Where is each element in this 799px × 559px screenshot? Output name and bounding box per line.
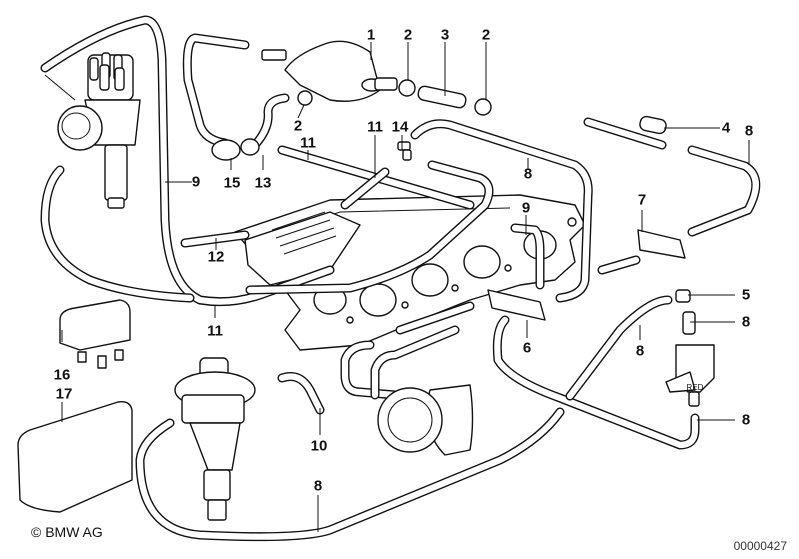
control-unit-17 [17, 400, 133, 513]
callout-part-9[interactable]: 9 [521, 199, 531, 217]
callout-part-2[interactable]: 2 [481, 26, 491, 44]
callout-part-7[interactable]: 7 [637, 191, 647, 209]
callout-part-11[interactable]: 11 [367, 118, 383, 136]
callout-part-1[interactable]: 1 [366, 26, 376, 44]
elbow-5 [675, 289, 691, 303]
callout-part-6[interactable]: 6 [522, 339, 532, 357]
copyright-notice: © BMW AG [31, 524, 103, 540]
callout-part-12[interactable]: 12 [207, 248, 225, 266]
clamp-15-hose-13 [211, 93, 290, 161]
electric-valve [665, 311, 715, 407]
callout-part-8[interactable]: 8 [523, 165, 533, 183]
thermo-valve [174, 357, 256, 521]
callout-part-10[interactable]: 10 [310, 437, 328, 455]
callout-part-16[interactable]: 16 [53, 366, 71, 384]
callout-part-5[interactable]: 5 [741, 286, 751, 304]
hoses [40, 15, 761, 542]
callout-part-8[interactable]: 8 [635, 342, 645, 360]
relay-16 [59, 299, 131, 369]
clip-6 [487, 289, 546, 321]
callout-part-11[interactable]: 11 [300, 134, 316, 152]
callout-part-2[interactable]: 2 [403, 26, 413, 44]
callout-part-9[interactable]: 9 [191, 173, 201, 191]
distributor [44, 52, 141, 209]
diagram-number: 00000427 [733, 539, 787, 553]
callout-part-13[interactable]: 13 [254, 174, 272, 192]
callout-part-8[interactable]: 8 [741, 411, 751, 429]
connector-14 [397, 141, 412, 161]
callout-part-11[interactable]: 11 [207, 322, 223, 340]
callout-part-4[interactable]: 4 [721, 119, 731, 137]
callout-part-17[interactable]: 17 [55, 385, 73, 403]
leader-lines [61, 42, 750, 532]
callout-part-15[interactable]: 15 [223, 174, 241, 192]
callout-part-8[interactable]: 8 [744, 122, 754, 140]
callout-part-8[interactable]: 8 [741, 313, 751, 331]
callout-part-3[interactable]: 3 [440, 26, 450, 44]
vacuum-actuator [377, 384, 474, 456]
callout-part-8[interactable]: 8 [313, 477, 323, 495]
callout-part-14[interactable]: 14 [391, 118, 409, 136]
vacuum-unit-part-1 [261, 40, 398, 102]
valve-marking: RED [686, 383, 704, 392]
callout-part-2[interactable]: 2 [293, 117, 303, 135]
clip-7 [637, 229, 686, 259]
